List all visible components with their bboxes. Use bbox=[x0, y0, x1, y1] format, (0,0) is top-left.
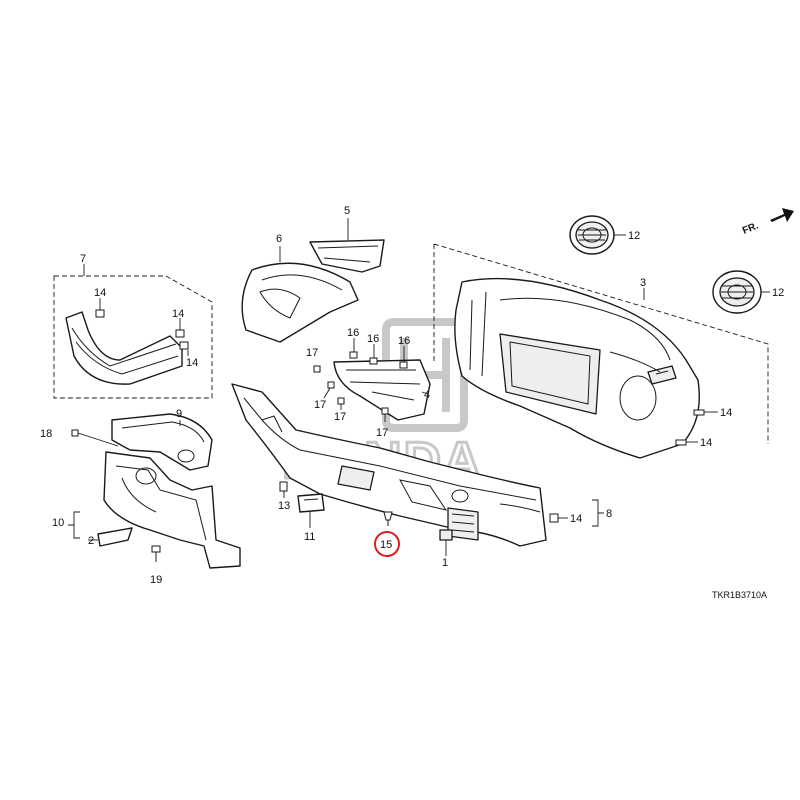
callout-17-d: 17 bbox=[376, 427, 388, 439]
lower-cover-10 bbox=[103, 451, 241, 569]
callout-12-lower: 12 bbox=[772, 287, 784, 299]
clip-17-c bbox=[337, 397, 345, 405]
bracket-5 bbox=[309, 239, 385, 273]
callout-3: 3 bbox=[640, 277, 646, 289]
meter-visor-6 bbox=[241, 262, 359, 343]
callout-12-upper: 12 bbox=[628, 230, 640, 242]
clip-14-lower-right bbox=[549, 513, 559, 523]
callout-1: 1 bbox=[442, 557, 448, 569]
callout-14-box-top: 14 bbox=[94, 287, 106, 299]
callout-10: 10 bbox=[52, 517, 64, 529]
front-direction-arrow-icon bbox=[770, 208, 794, 222]
clip-16-a bbox=[349, 351, 358, 359]
clip-14-box-top bbox=[95, 309, 105, 318]
callout-14-lower-right: 14 bbox=[570, 513, 582, 525]
screw-18 bbox=[71, 429, 79, 437]
clip-17-a bbox=[313, 365, 321, 373]
clip-19 bbox=[151, 545, 161, 562]
box-7-boundary bbox=[53, 275, 213, 399]
clip-14-right-lower bbox=[675, 439, 687, 446]
callout-17-a: 17 bbox=[306, 347, 318, 359]
callout-17-b: 17 bbox=[314, 399, 326, 411]
cover-11 bbox=[297, 493, 325, 513]
callout-19: 19 bbox=[150, 574, 162, 586]
clip-14-box-low bbox=[179, 341, 189, 350]
callout-14-box-low: 14 bbox=[186, 357, 198, 369]
front-direction-label: FR. bbox=[741, 220, 760, 236]
callout-8: 8 bbox=[606, 508, 612, 520]
air-vent-lower bbox=[712, 270, 762, 314]
callout-17-c: 17 bbox=[334, 411, 346, 423]
clip-15 bbox=[383, 511, 393, 526]
callout-14-right-lower: 14 bbox=[700, 437, 712, 449]
callout-11: 11 bbox=[304, 531, 315, 543]
callout-16-b: 16 bbox=[367, 333, 379, 345]
callout-16-a: 16 bbox=[347, 327, 359, 339]
trim-strip-2 bbox=[97, 527, 133, 547]
callout-14-box-mid: 14 bbox=[172, 308, 184, 320]
clip-17-d bbox=[381, 407, 389, 415]
reference-code: TKR1B3710A bbox=[712, 590, 767, 600]
callout-4: 4 bbox=[424, 389, 430, 401]
instrument-panel-main bbox=[454, 277, 700, 459]
callout-15: 15 bbox=[380, 539, 392, 551]
callout-6: 6 bbox=[276, 233, 282, 245]
callout-13: 13 bbox=[278, 500, 290, 512]
panel-3-boundary bbox=[433, 243, 769, 444]
highlight-circle-15 bbox=[374, 531, 400, 557]
meter-bracket-4 bbox=[333, 359, 431, 421]
wire-harness bbox=[65, 311, 183, 385]
clip-14-right-upper bbox=[693, 409, 705, 416]
clip-17-b bbox=[327, 381, 335, 389]
front-direction-indicator: FR. bbox=[741, 208, 794, 237]
clip-16-b bbox=[369, 357, 378, 365]
callout-14-right-upper: 14 bbox=[720, 407, 732, 419]
lower-dashboard-panel bbox=[231, 383, 547, 547]
column-cover-9 bbox=[111, 413, 213, 471]
callout-18: 18 bbox=[40, 428, 52, 440]
callout-5: 5 bbox=[344, 205, 350, 217]
callout-16-c: 16 bbox=[398, 335, 410, 347]
callout-2: 2 bbox=[88, 535, 94, 547]
air-vent-upper bbox=[569, 215, 615, 255]
callout-9: 9 bbox=[176, 408, 182, 420]
clip-14-box-mid bbox=[175, 329, 185, 338]
clip-16-c bbox=[399, 361, 408, 369]
callout-7: 7 bbox=[80, 253, 86, 265]
switch-1 bbox=[439, 529, 453, 541]
clip-13 bbox=[279, 481, 288, 492]
